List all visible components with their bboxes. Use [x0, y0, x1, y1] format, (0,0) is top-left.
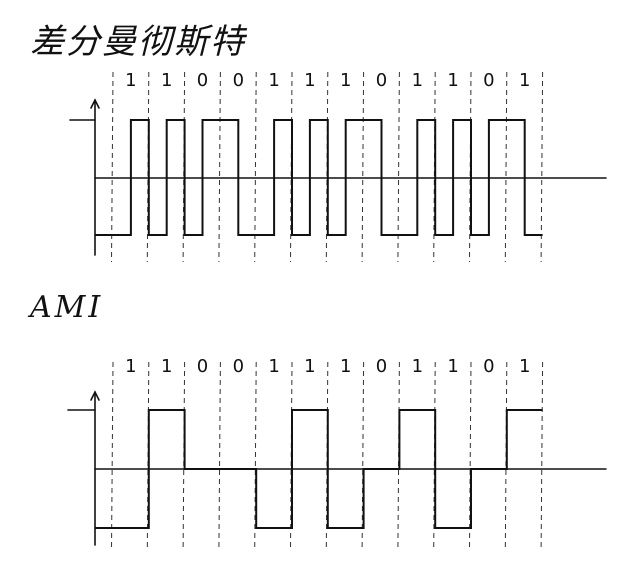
bit-label: 0	[483, 356, 494, 377]
bit-label: 1	[340, 356, 351, 377]
differential-manchester-title: 差分曼彻斯特	[30, 22, 246, 62]
bit-label: 0	[483, 70, 494, 91]
bit-label: 1	[412, 356, 423, 377]
axis-arrow-icon	[90, 390, 100, 401]
ami-diagram: 1 1 0 0 1 1 1 0 1 1 0 1	[67, 356, 607, 551]
bit-label: 0	[197, 356, 208, 377]
bit-label: 0	[233, 70, 244, 91]
bit-label: 1	[447, 356, 458, 377]
bit-boundary	[254, 71, 257, 263]
bit-boundary	[111, 71, 114, 263]
bit-label: 1	[125, 356, 136, 377]
bit-boundary	[254, 361, 257, 551]
bit-boundary	[146, 71, 150, 263]
bit-boundary	[182, 71, 186, 263]
bit-boundary	[111, 361, 114, 551]
bit-label: 1	[268, 356, 279, 377]
bit-label: 0	[376, 70, 387, 91]
bit-label: 1	[519, 70, 530, 91]
bit-boundary	[433, 71, 436, 263]
differential-manchester-diagram: 1 1 0 0 1 1 1 0 1 1 0 1	[69, 70, 607, 263]
bit-label: 1	[161, 356, 172, 377]
bit-boundary	[540, 361, 544, 551]
bit-boundary	[504, 71, 508, 263]
bit-boundary	[397, 71, 400, 263]
bit-boundary	[325, 71, 329, 263]
ami-title: AMI	[30, 290, 104, 325]
bit-label: 1	[161, 70, 172, 91]
bit-label: 1	[304, 356, 315, 377]
bit-boundary	[469, 361, 472, 551]
bit-label: 0	[376, 356, 387, 377]
bit-boundary	[361, 71, 365, 263]
signal-waveform	[95, 119, 543, 236]
bit-label: 1	[125, 70, 136, 91]
bit-boundary	[540, 71, 544, 263]
bit-boundary	[361, 361, 365, 551]
bit-label: 1	[519, 356, 530, 377]
signal-waveform	[95, 409, 543, 529]
bit-boundary	[218, 361, 221, 551]
bit-label: 1	[447, 70, 458, 91]
bit-boundary	[290, 71, 293, 263]
bit-boundary	[469, 71, 472, 263]
bit-label: 1	[412, 70, 423, 91]
bit-label: 1	[268, 70, 279, 91]
bit-label: 1	[340, 70, 351, 91]
bit-label: 1	[304, 70, 315, 91]
axis-arrow-icon	[90, 98, 100, 109]
bit-label: 0	[197, 70, 208, 91]
bit-label: 0	[233, 356, 244, 377]
bit-boundary	[218, 71, 221, 263]
